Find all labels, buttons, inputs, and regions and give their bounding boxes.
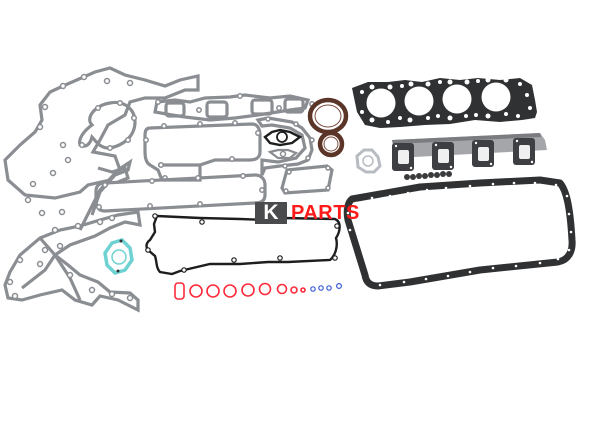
oil-pan-gasket (343, 176, 576, 290)
water-pump-gasket (103, 238, 134, 275)
valve-cover-gasket (145, 213, 341, 276)
front-case-gasket (255, 116, 315, 176)
timing-cover-gasket-round (78, 99, 138, 152)
side-cover-gasket (143, 120, 262, 182)
water-outlet-gasket (280, 164, 334, 195)
kparts-watermark: K PARTS (255, 202, 360, 224)
blue-o-rings (310, 283, 343, 292)
exhaust-flange-gasket (355, 148, 382, 174)
crankshaft-oil-seals (307, 97, 349, 158)
valve-stem-seals (404, 171, 452, 180)
exhaust-manifold-gasket (392, 133, 547, 171)
cylinder-head-gasket (352, 77, 537, 128)
thermostat-gasket (263, 128, 303, 160)
watermark-text: PARTS (291, 202, 360, 224)
timing-cover-gasket-lower (3, 210, 142, 313)
timing-cover-gasket-upper-holes (24, 73, 134, 217)
timing-cover-gasket-upper (3, 66, 200, 200)
red-o-rings (174, 282, 306, 300)
intake-manifold-gasket (153, 93, 315, 122)
watermark-badge: K (255, 202, 287, 224)
